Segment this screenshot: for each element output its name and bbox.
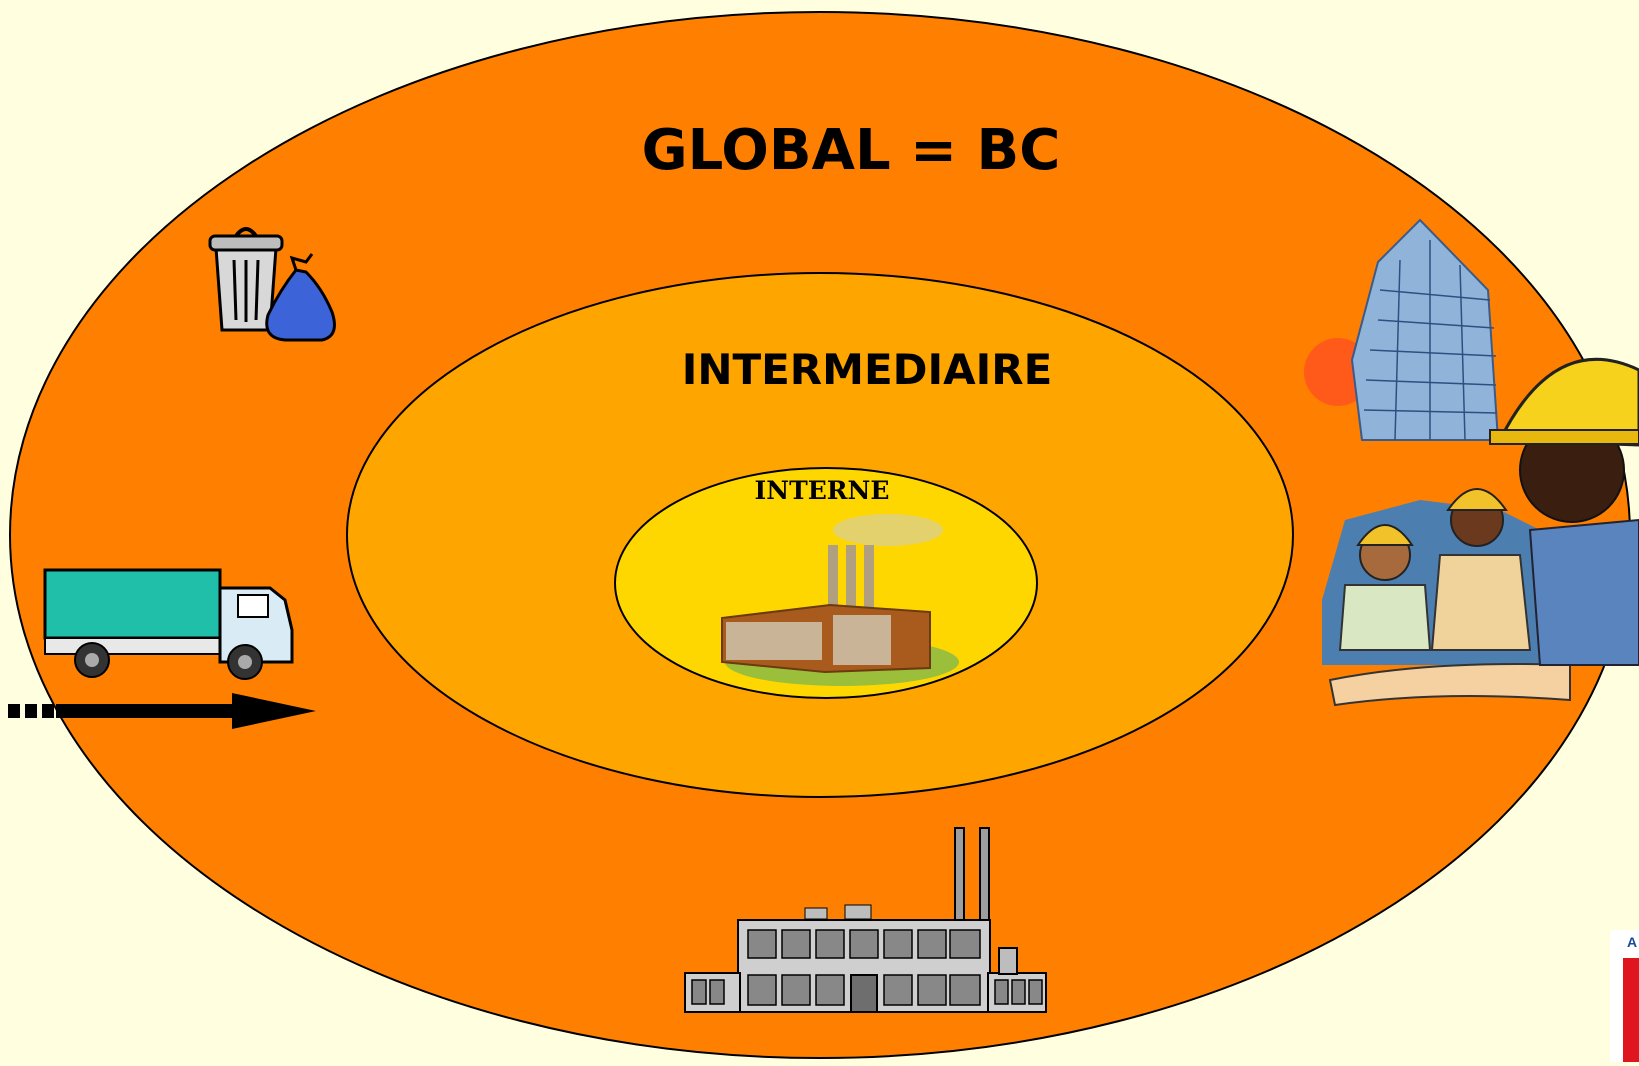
logo-letter: A [1627,934,1638,950]
partial-logo [1610,930,1639,1062]
smoking-factory-icon [721,514,959,686]
right-arrow-icon [8,693,316,729]
interne-label: INTERNE [754,476,890,505]
factory-building-icon [684,827,1047,1013]
trash-can-and-bag-icon [208,227,336,342]
construction-workers-skyscraper-icon [1304,218,1639,707]
truck-icon [43,568,294,680]
intermediaire-label: INTERMEDIAIRE [681,345,1053,394]
global-label: GLOBAL = BC [641,118,1061,183]
